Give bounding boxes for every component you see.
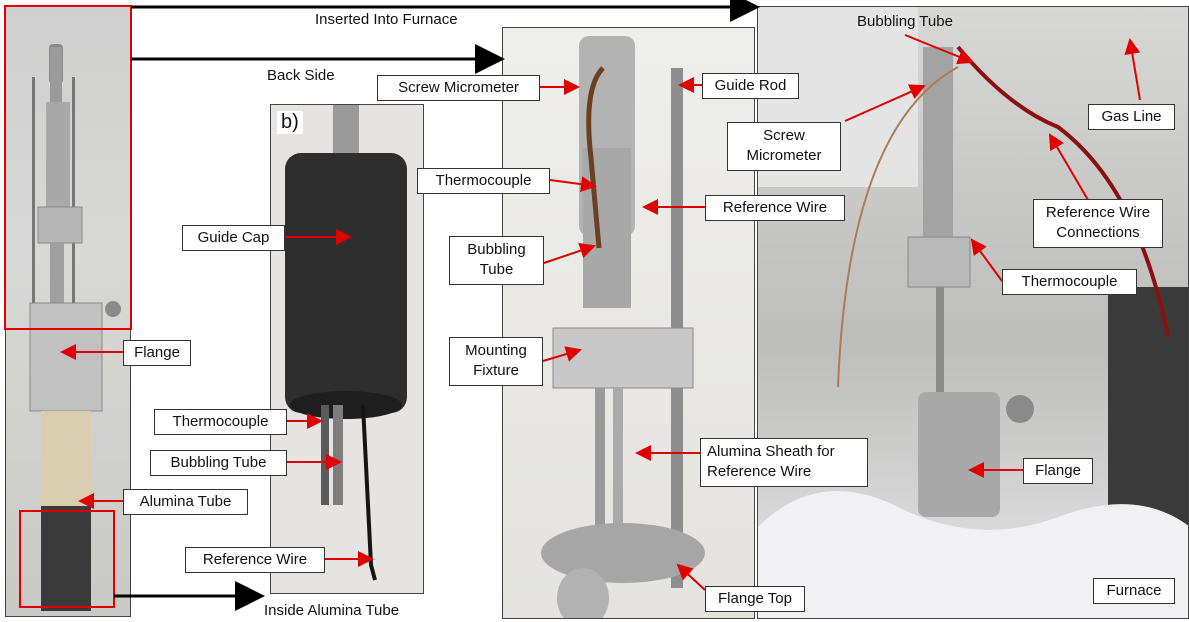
probe-photo-a <box>29 44 121 611</box>
highlight-box-top <box>4 5 132 330</box>
label-reference-wire-c: Reference Wire <box>705 195 845 221</box>
label-bubbling-tube-d: Bubbling Tube <box>857 13 953 30</box>
label-ref-wire-connections-line1: Reference Wire <box>1045 204 1151 221</box>
label-thermocouple-d: Thermocouple <box>1002 269 1137 295</box>
label-mounting-fixture: Mounting Fixture <box>449 337 543 386</box>
arrow-gas-line <box>1124 38 1141 101</box>
arrow-bubbling-tube-c <box>543 242 596 264</box>
label-screw-micrometer-d-line2: Micrometer <box>746 147 822 165</box>
label-thermocouple-c: Thermocouple <box>417 168 550 194</box>
caption-inserted-into-furnace: Inserted Into Furnace <box>315 11 458 28</box>
panel-b-guide-cap: b) <box>270 104 424 594</box>
label-mounting-fixture-line1: Mounting <box>465 342 527 359</box>
caption-inside-alumina-tube: Inside Alumina Tube <box>264 602 400 619</box>
label-guide-cap: Guide Cap <box>182 225 285 251</box>
probe-photo-b <box>285 105 407 581</box>
label-flange-top: Flange Top <box>705 586 805 612</box>
label-flange-d: Flange <box>1023 458 1093 484</box>
label-alumina-sheath-line2: Reference Wire <box>707 463 812 481</box>
panel-b-tag: b) <box>277 111 303 134</box>
label-furnace: Furnace <box>1093 578 1175 604</box>
label-alumina-sheath-line1: Alumina Sheath for <box>707 443 835 460</box>
label-ref-wire-connections: Reference Wire Connections <box>1033 199 1163 248</box>
label-gas-line: Gas Line <box>1088 104 1175 130</box>
caption-back-side: Back Side <box>267 67 335 84</box>
panel-a-full-probe <box>5 6 131 617</box>
label-bubbling-tube-c-line1: Bubbling <box>467 241 526 258</box>
arrow-bubbling-tube-d <box>904 34 974 65</box>
arrow-mounting-fixture <box>542 346 582 362</box>
arrow-thermocouple-d <box>970 238 1003 282</box>
highlight-box-bottom <box>19 510 115 608</box>
label-flange-a: Flange <box>123 340 191 366</box>
label-thermocouple-b: Thermocouple <box>154 409 287 435</box>
arrow-flange-top <box>676 563 706 591</box>
label-mounting-fixture-line2: Fixture <box>473 362 519 380</box>
label-screw-micrometer-c: Screw Micrometer <box>377 75 540 101</box>
label-screw-micrometer-d-line1: Screw <box>763 127 805 144</box>
label-screw-micrometer-d: Screw Micrometer <box>727 122 841 171</box>
arrow-ref-wire-connections <box>1048 133 1089 201</box>
label-bubbling-tube-b: Bubbling Tube <box>150 450 287 476</box>
label-ref-wire-connections-line2: Connections <box>1056 224 1140 242</box>
label-bubbling-tube-c: Bubbling Tube <box>449 236 544 285</box>
label-reference-wire-b: Reference Wire <box>185 547 325 573</box>
label-alumina-sheath: Alumina Sheath for Reference Wire <box>700 438 868 487</box>
label-alumina-tube: Alumina Tube <box>123 489 248 515</box>
arrow-screw-micrometer-d <box>844 84 926 122</box>
label-guide-rod: Guide Rod <box>702 73 799 99</box>
label-bubbling-tube-c-line2: Tube <box>479 261 514 279</box>
arrow-thermocouple-c <box>549 176 597 193</box>
